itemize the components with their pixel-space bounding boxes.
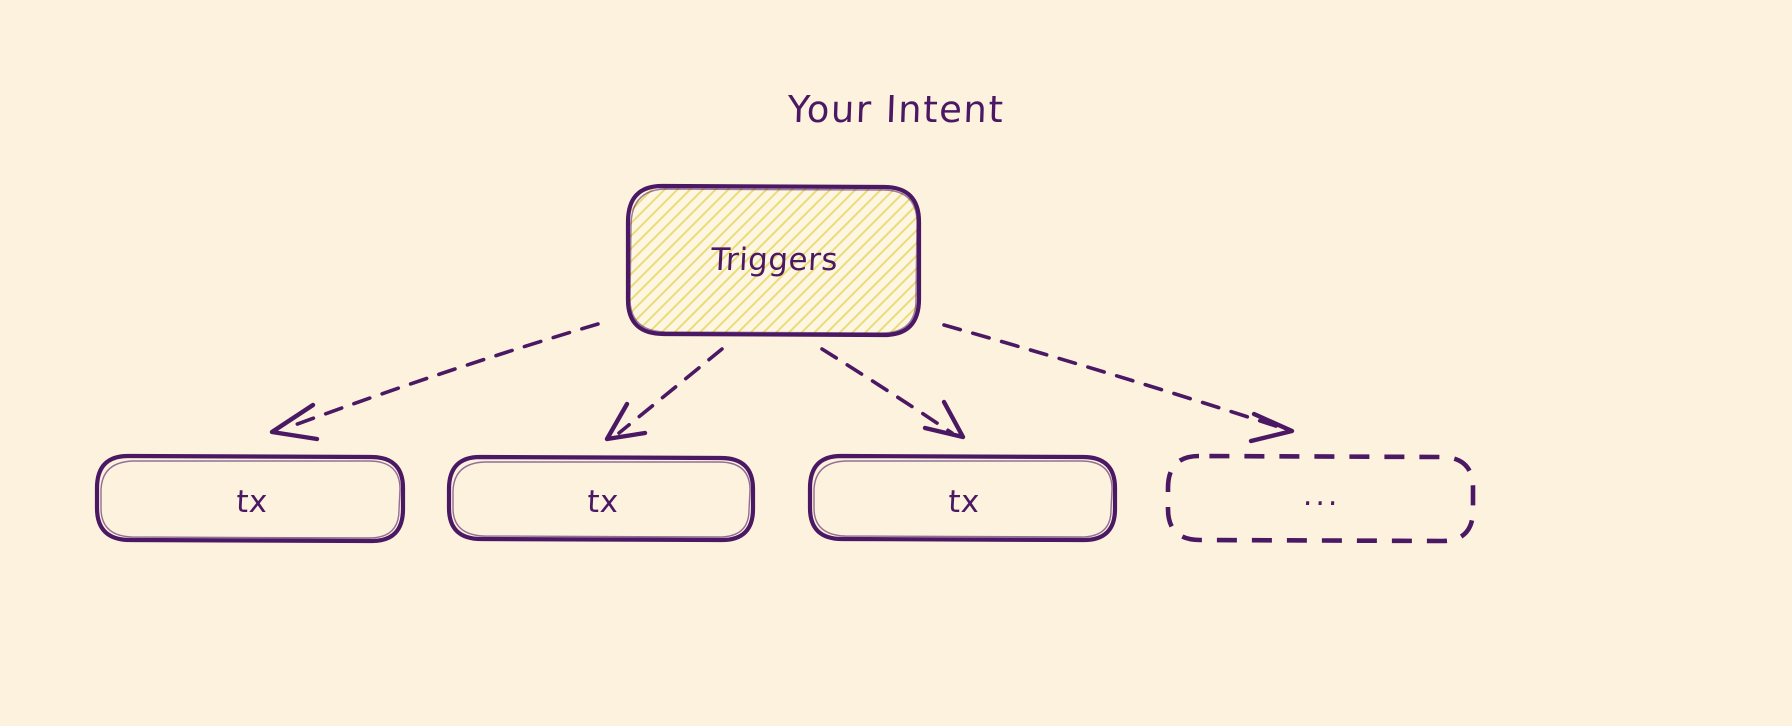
arrowhead-icon bbox=[269, 402, 320, 442]
tx-box-2[interactable] bbox=[446, 454, 756, 543]
tx-box-3[interactable] bbox=[807, 453, 1118, 543]
triggers-box[interactable] bbox=[625, 183, 922, 338]
connector-to-ellipsis bbox=[942, 323, 1295, 444]
tx-box-1[interactable] bbox=[94, 453, 406, 544]
ellipsis-box[interactable] bbox=[1165, 453, 1476, 544]
triggers-box-outline-sketch bbox=[629, 188, 918, 334]
connector-to-tx-3 bbox=[820, 347, 966, 440]
triggers-box-outline bbox=[625, 183, 922, 338]
connector-to-tx-1 bbox=[269, 322, 600, 442]
arrowhead-icon bbox=[1248, 411, 1295, 444]
arrowhead-icon bbox=[922, 399, 966, 440]
connector-to-tx-2 bbox=[604, 347, 724, 442]
arrowhead-icon bbox=[604, 401, 648, 442]
